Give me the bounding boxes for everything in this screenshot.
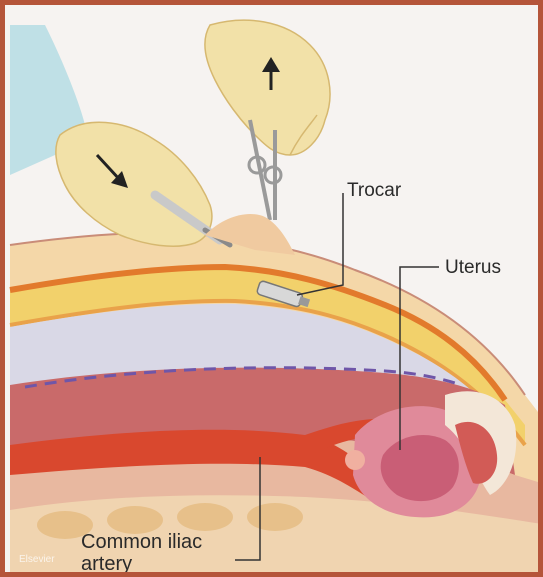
uterus-label: Uterus: [445, 258, 501, 277]
trocar-label: Trocar: [347, 181, 401, 200]
common-iliac-artery-label: Common iliac artery: [81, 531, 221, 575]
ovary: [345, 450, 365, 470]
procedure-diagram: [5, 5, 543, 577]
watermark: Elsevier: [19, 554, 55, 565]
